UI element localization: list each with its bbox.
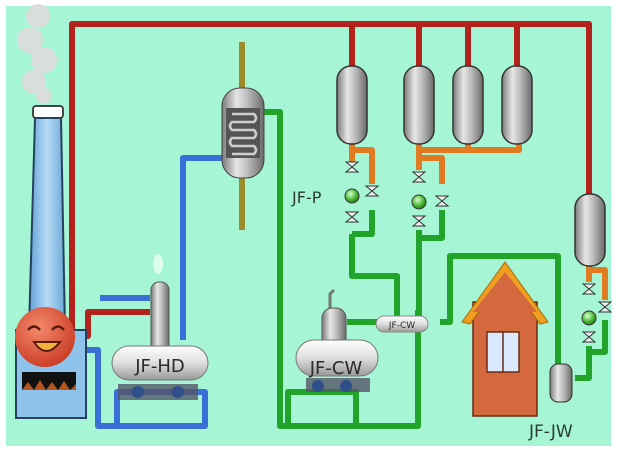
valve-icon[interactable] <box>434 195 450 207</box>
hd-label: JF-HD <box>134 356 185 377</box>
coil-icon <box>228 112 258 156</box>
jw-unit[interactable]: JF-JW <box>528 363 573 442</box>
trap-ball-icon[interactable] <box>411 194 427 210</box>
valve-icon[interactable] <box>344 161 360 173</box>
hot-water-pipes <box>82 155 222 429</box>
hd-unit[interactable]: JF-HD <box>111 254 209 400</box>
cw-label: JF-CW <box>309 358 363 379</box>
right-vessel[interactable] <box>574 193 606 267</box>
condensate-pipes <box>264 109 608 429</box>
valve-icon[interactable] <box>364 185 380 197</box>
separator-vessel[interactable] <box>403 65 435 145</box>
warm-pipes <box>349 142 608 300</box>
p-label: JF-P <box>291 188 322 207</box>
boiler <box>15 307 87 419</box>
cw-inline-unit[interactable]: JF-CW <box>375 315 429 333</box>
cw-inline-label: JF-CW <box>388 321 415 331</box>
valve-icon[interactable] <box>581 331 597 343</box>
valve-icon[interactable] <box>411 171 427 183</box>
trap-ball-icon[interactable] <box>581 310 597 326</box>
jw-label: JF-JW <box>528 422 573 442</box>
valve-icon[interactable] <box>411 215 427 227</box>
trap-stations: JF-P <box>291 161 613 343</box>
chimney <box>17 4 67 331</box>
separator-vessel[interactable] <box>501 65 533 145</box>
steam-pipes <box>69 21 592 340</box>
valve-icon[interactable] <box>581 283 597 295</box>
smoke-icon <box>17 4 57 104</box>
separator-vessel[interactable] <box>336 65 368 145</box>
boiler-face-icon <box>15 307 75 367</box>
separator-vessels <box>336 65 606 267</box>
valve-icon[interactable] <box>597 301 613 313</box>
cw-unit[interactable]: JF-CW <box>295 288 379 392</box>
trap-ball-icon[interactable] <box>344 188 360 204</box>
separator-vessel[interactable] <box>452 65 484 145</box>
house[interactable] <box>461 261 549 417</box>
valve-icon[interactable] <box>344 211 360 223</box>
heat-exchanger[interactable] <box>221 42 265 230</box>
